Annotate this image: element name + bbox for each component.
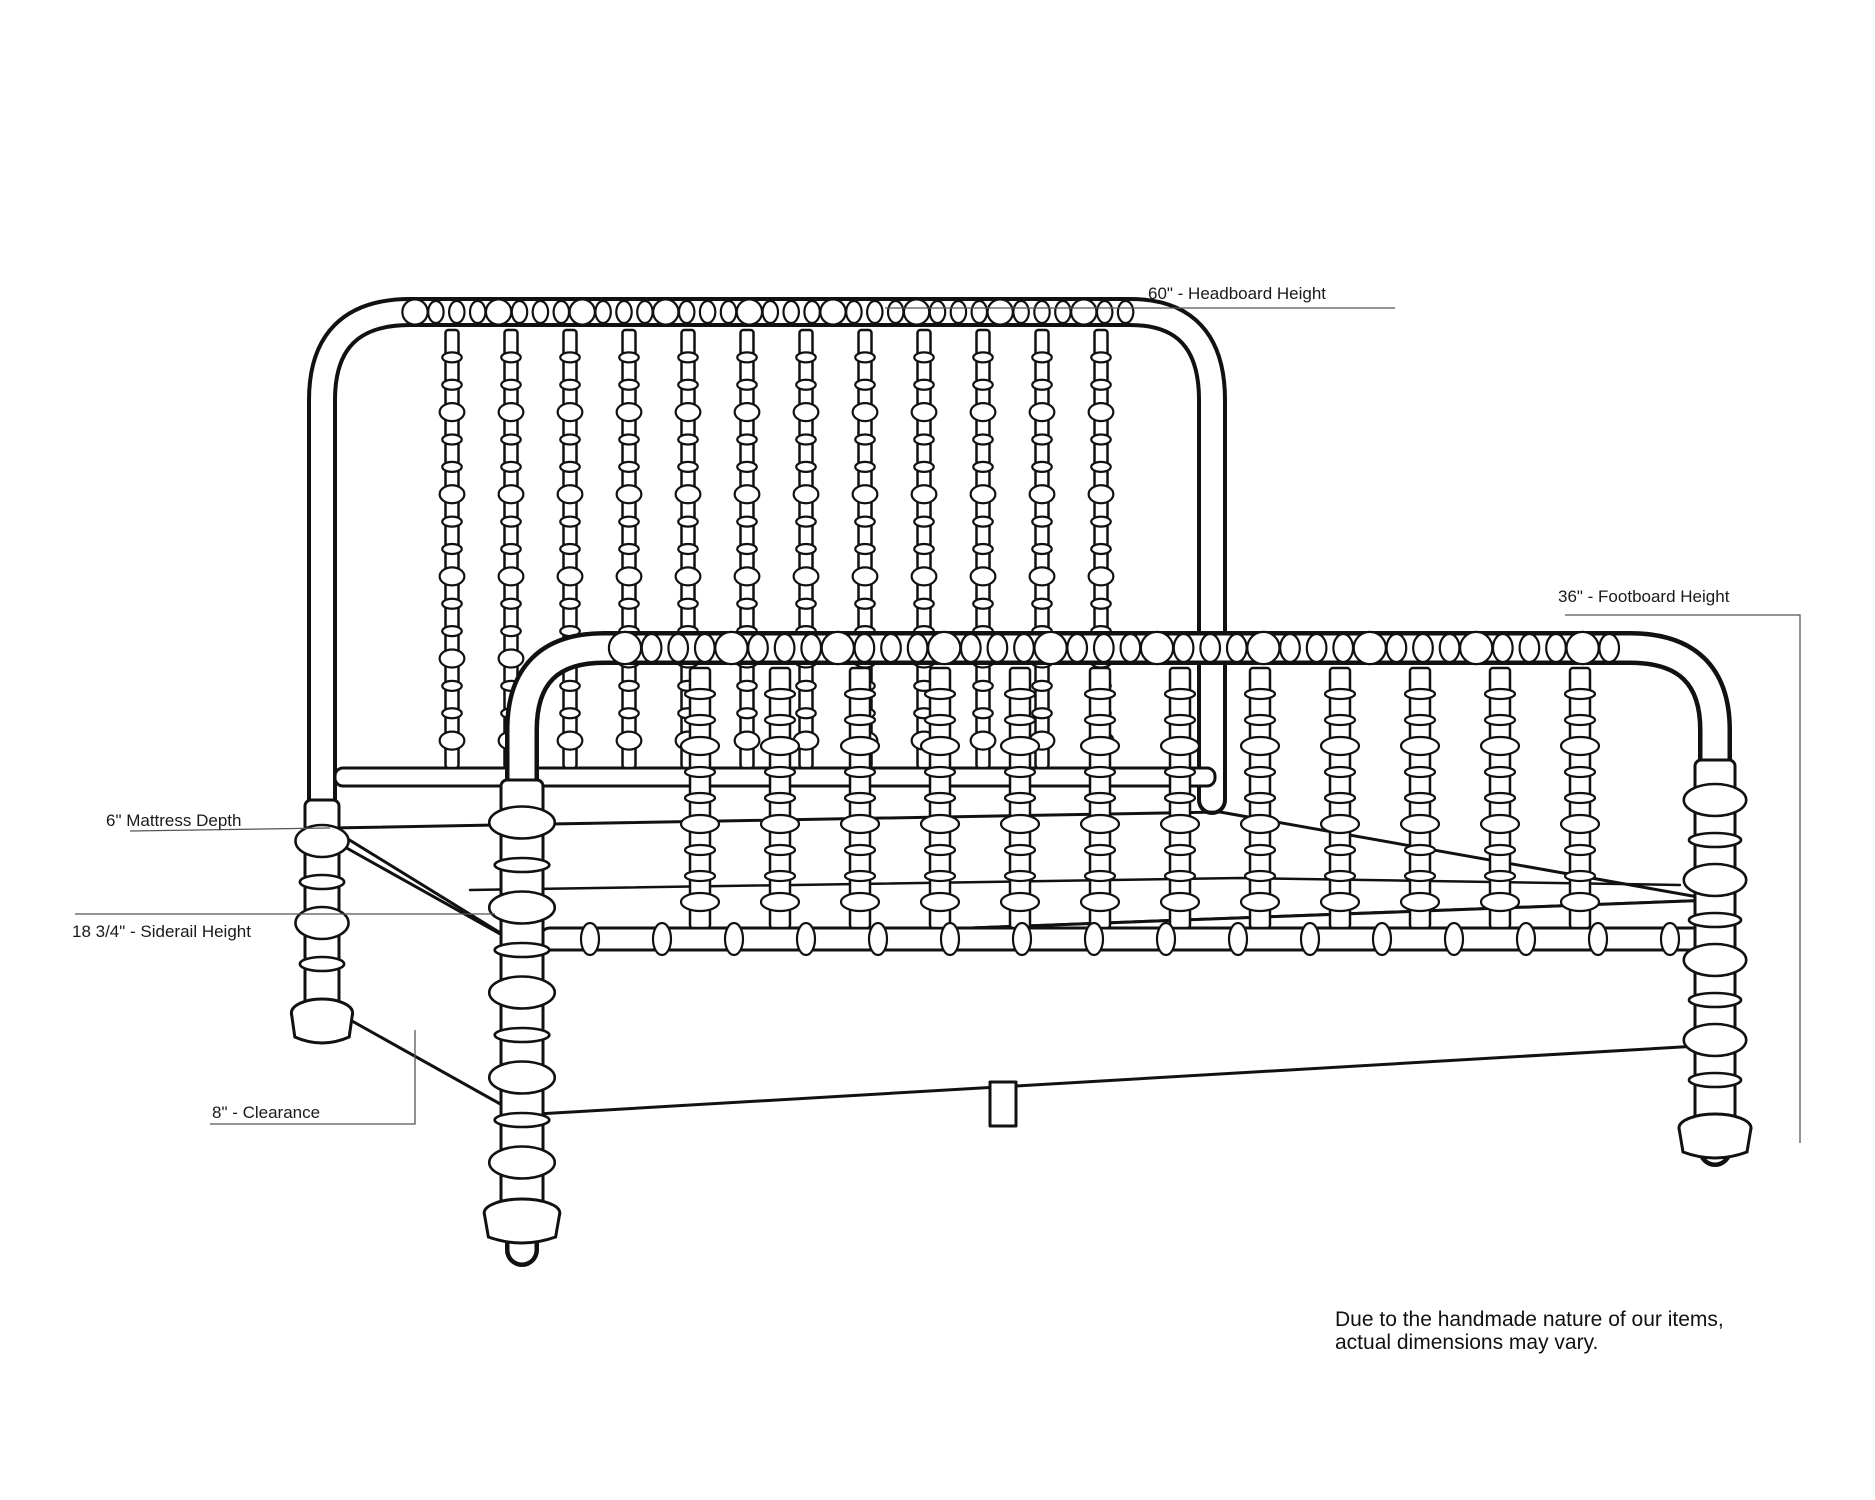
footboard-spindle <box>759 666 801 930</box>
rail-ring <box>1515 921 1537 957</box>
front-right-leg <box>1677 758 1753 1160</box>
front-left-leg <box>482 778 562 1245</box>
footboard-spindle <box>1559 666 1601 930</box>
headboard-spindle <box>556 328 584 770</box>
rail-ring <box>1227 921 1249 957</box>
rail-ring <box>867 921 889 957</box>
rail-ring <box>1587 921 1609 957</box>
rail-ring <box>1011 921 1033 957</box>
headboard-spindle <box>969 328 997 770</box>
front-left-turned-leg <box>482 778 562 1245</box>
rail-ring <box>939 921 961 957</box>
footboard-spindle <box>1079 666 1121 930</box>
footboard-spindle <box>1479 666 1521 930</box>
footboard-spindle <box>1159 666 1201 930</box>
headboard-spindle <box>615 328 643 770</box>
footboard-spindle <box>679 666 721 930</box>
headboard-spindle <box>733 328 761 770</box>
front-right-turned-leg <box>1677 758 1753 1160</box>
headboard-spindle <box>910 328 938 770</box>
headboard-bead-row <box>401 298 1135 326</box>
headboard-height-label: 60" - Headboard Height <box>1148 284 1327 303</box>
dimension-leaders <box>75 307 1801 1143</box>
rail-ring <box>1659 921 1681 957</box>
rail-ring <box>795 921 817 957</box>
headboard-spindle <box>792 328 820 770</box>
rail-ring <box>651 921 673 957</box>
footboard-height-label: 36" - Footboard Height <box>1558 587 1730 606</box>
footboard-spindle <box>839 666 881 930</box>
rail-ring <box>723 921 745 957</box>
headboard-spindle <box>1028 328 1056 770</box>
footboard <box>505 630 1732 1267</box>
disclaimer-note: Due to the handmade nature of our items,… <box>1335 1308 1724 1354</box>
footboard-height-leader <box>1565 614 1801 1143</box>
footboard-spindle <box>919 666 961 930</box>
rail-ring <box>1299 921 1321 957</box>
footboard-spindle <box>1399 666 1441 930</box>
footboard-spindle <box>1239 666 1281 930</box>
rail-ring <box>1443 921 1465 957</box>
rail-ring <box>1371 921 1393 957</box>
left-back-turned-leg <box>289 798 355 1045</box>
clearance-label: 8" - Clearance <box>212 1103 321 1122</box>
center-support-leg <box>988 1080 1018 1128</box>
rail-ring <box>1155 921 1177 957</box>
mattress-depth-leader <box>129 827 331 832</box>
footboard-spindle <box>1319 666 1361 930</box>
disclaimer-line-1: Due to the handmade nature of our items, <box>1335 1308 1724 1331</box>
headboard-spindle <box>438 328 466 770</box>
footboard-bead-row <box>607 630 1621 666</box>
footboard-spindle <box>999 666 1041 930</box>
clearance-leader <box>210 1030 416 1125</box>
rail-ring <box>579 921 601 957</box>
siderail-height-label: 18 3/4" - Siderail Height <box>72 922 251 941</box>
rail-ring <box>1083 921 1105 957</box>
mattress-depth-label: 6" Mattress Depth <box>106 811 242 830</box>
disclaimer-line-2: actual dimensions may vary. <box>1335 1331 1599 1354</box>
left-back-leg <box>289 798 355 1045</box>
